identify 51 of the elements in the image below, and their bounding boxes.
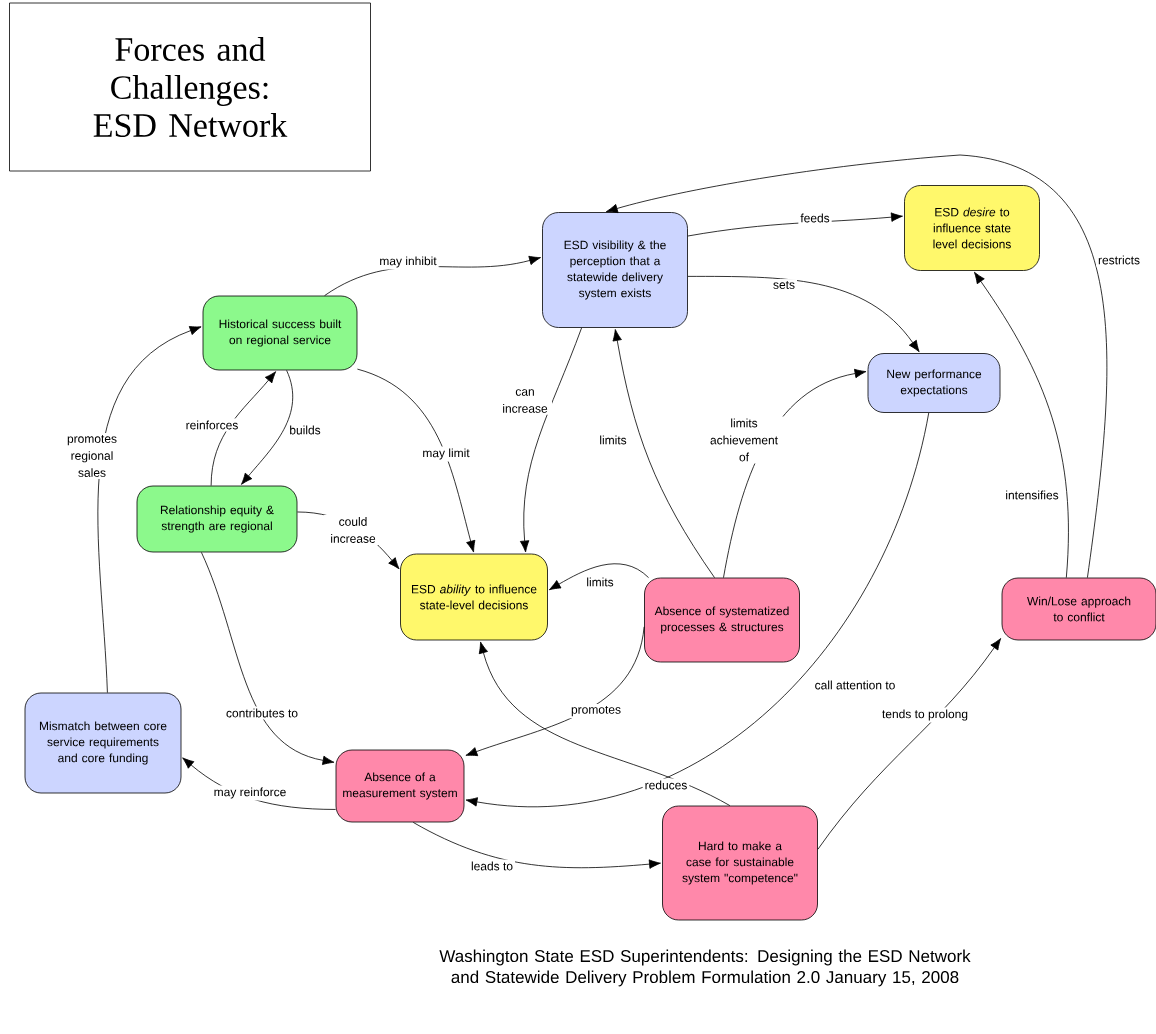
arrow xyxy=(201,552,335,765)
concept-box: Mismatch between core service requirements and core funding xyxy=(24,692,182,794)
arrow xyxy=(548,563,649,591)
edge-label: could increase xyxy=(323,515,383,545)
edge-label: limits xyxy=(584,575,616,589)
edge-label: intensifies xyxy=(1003,488,1061,502)
arrow xyxy=(519,327,582,553)
arrow xyxy=(974,271,1069,578)
arrow xyxy=(465,412,930,808)
edge-label: can increase xyxy=(498,387,552,415)
edge-label: contributes to xyxy=(224,706,300,720)
edge-label: reduces xyxy=(642,778,690,792)
arrow xyxy=(357,368,476,553)
edge-label: may reinforce xyxy=(211,785,289,801)
edge-label: may limit xyxy=(420,446,472,462)
concept-box: Win/Lose approach to conflict xyxy=(1001,577,1156,641)
concept-box: ESD desire to influence state level decisions xyxy=(904,185,1040,271)
edge-label: promotes regional sales xyxy=(59,433,125,479)
edge-label: may inhibit xyxy=(377,254,439,270)
edge-label: call attention to xyxy=(812,678,898,692)
edge-label: feeds xyxy=(798,211,832,225)
edge-label: reinforces xyxy=(183,418,241,432)
arrow xyxy=(465,626,645,757)
arrow xyxy=(817,638,1002,850)
edge-label: limits achievement of xyxy=(702,416,786,464)
concept-box: Hard to make a case for sustainable system "competence" xyxy=(662,805,818,921)
arrow xyxy=(241,370,293,485)
title-box: Forces and Challenges: ESD Network xyxy=(9,2,371,172)
edge-label: builds xyxy=(287,423,323,437)
edge-label: limits xyxy=(597,433,629,447)
arrow xyxy=(687,212,903,237)
arrow xyxy=(97,326,202,693)
concept-box: ESD visibility & the perception that a statewide delivery system exists xyxy=(542,212,688,328)
arrow xyxy=(687,276,920,353)
concept-box: Historical success built on regional service xyxy=(202,295,358,371)
concept-box: Absence of a measurement system xyxy=(335,749,465,823)
arrow xyxy=(612,329,715,578)
edge-label: tends to prolong xyxy=(880,707,971,723)
arrow xyxy=(605,154,1108,578)
concept-box: Absence of systematized processes & structures xyxy=(644,577,800,663)
concept-box: Relationship equity & strength are regional xyxy=(136,485,298,553)
concept-box: ESD ability to influence state-level decisions xyxy=(400,553,548,641)
edge-label: sets xyxy=(771,279,797,291)
concept-box: New performance expectations xyxy=(867,353,1001,413)
caption: Washington State ESD Superintendents: Designing the ESD Network and Statewide Delivery Problem Formulation 2.0 January 15, 2008 xyxy=(439,949,971,987)
edge-label: leads to xyxy=(469,859,515,873)
arrow xyxy=(412,822,661,869)
arrow xyxy=(210,371,277,486)
arrow xyxy=(478,641,731,806)
edge-label: restricts xyxy=(1096,253,1142,267)
edge-label: promotes xyxy=(569,703,623,719)
